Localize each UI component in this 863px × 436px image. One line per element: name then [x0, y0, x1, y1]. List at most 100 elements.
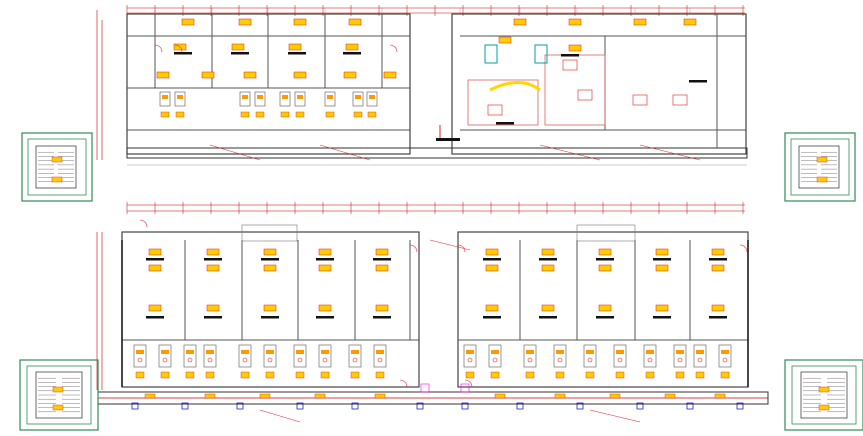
fixture-icon: [257, 95, 263, 99]
fixture-icon: [255, 111, 265, 118]
room-tag: [683, 18, 697, 26]
fixture-icon: [351, 350, 359, 354]
room-tag: [541, 248, 555, 256]
fixture-icon: [206, 350, 214, 354]
fixture-icon: [177, 95, 183, 99]
bathroom-cell: [183, 344, 197, 368]
room-title-bar: [146, 316, 164, 319]
room-tag: [348, 18, 362, 26]
fixture-icon: [207, 357, 213, 363]
room-tag: [655, 304, 669, 312]
room-tag: [263, 264, 277, 272]
column-marker: [736, 402, 744, 410]
fixture-icon: [492, 357, 498, 363]
door-swing-icon: [174, 44, 183, 53]
magenta-marker: [460, 383, 470, 393]
furniture-icon: [632, 94, 648, 106]
bathroom-cell: [352, 91, 364, 107]
fixture-icon: [137, 357, 143, 363]
room-tag: [485, 248, 499, 256]
bathroom-cell: [203, 344, 217, 368]
room-title-bar: [261, 316, 279, 319]
bathroom-cell: [158, 344, 172, 368]
fixture-icon: [490, 371, 500, 379]
north-arrow-icon: [436, 125, 460, 141]
room-tag: [238, 18, 252, 26]
room-tag: [598, 304, 612, 312]
bathroom-cell: [279, 91, 291, 107]
room-title-bar: [539, 316, 557, 319]
bathroom-cell: [133, 344, 147, 368]
fixture-icon: [615, 371, 625, 379]
leader-line: [539, 144, 601, 161]
fixture-icon: [282, 95, 288, 99]
counter-curve: [489, 81, 541, 92]
room-tag: [598, 264, 612, 272]
fixture-icon: [295, 371, 305, 379]
fixture-icon: [676, 350, 684, 354]
leader-line: [319, 144, 371, 161]
bathroom-cell: [673, 344, 687, 368]
fixture-icon: [617, 357, 623, 363]
fixture-icon: [266, 350, 274, 354]
fixture-icon: [355, 95, 361, 99]
fixture-icon: [265, 371, 275, 379]
bathroom-cell: [318, 344, 332, 368]
room-tag: [201, 71, 215, 79]
room-tag: [288, 43, 302, 51]
fixture-icon: [353, 111, 363, 118]
corridor-tag: [714, 393, 726, 399]
fixture-icon: [585, 371, 595, 379]
room-title-bar: [496, 122, 514, 125]
furniture-icon: [672, 94, 688, 106]
leader-line: [259, 409, 301, 423]
fixture-icon: [162, 357, 168, 363]
room-tag: [375, 264, 389, 272]
fixture-icon: [647, 357, 653, 363]
fixture-icon: [240, 111, 250, 118]
stair-tag: [816, 156, 828, 163]
leader-line: [209, 144, 261, 161]
bathroom-cell: [643, 344, 657, 368]
left-dimension-chain: [96, 10, 103, 160]
stair-tag: [818, 404, 830, 411]
stair-tag: [51, 156, 63, 163]
room-tag: [148, 304, 162, 312]
room-title-bar: [146, 258, 164, 261]
bathroom-cell: [613, 344, 627, 368]
fixture-icon: [677, 357, 683, 363]
bathroom-cell: [718, 344, 732, 368]
room-title-bar: [231, 52, 249, 55]
fixture-icon: [696, 350, 704, 354]
upper-corridor: [126, 147, 748, 159]
room-tag: [711, 248, 725, 256]
room-title-bar: [596, 258, 614, 261]
fixture-icon: [322, 357, 328, 363]
leader-line: [429, 239, 471, 251]
furniture-icon: [487, 104, 503, 116]
room-tag: [655, 264, 669, 272]
room-title-bar: [483, 316, 501, 319]
room-tag: [318, 264, 332, 272]
room-title-bar: [316, 316, 334, 319]
room-tag: [206, 264, 220, 272]
column-marker: [461, 402, 469, 410]
stair-tag: [816, 176, 828, 183]
room-title-bar: [373, 316, 391, 319]
fixture-icon: [185, 371, 195, 379]
fixture-icon: [697, 357, 703, 363]
fixture-icon: [205, 371, 215, 379]
bathroom-cell: [174, 91, 186, 107]
room-tag: [568, 18, 582, 26]
door-swing-icon: [389, 44, 398, 53]
corridor-tag: [259, 393, 271, 399]
room-tag: [375, 304, 389, 312]
fixture-icon: [161, 350, 169, 354]
room-title-bar: [204, 258, 222, 261]
room-title-bar: [373, 258, 391, 261]
fixture-icon: [297, 357, 303, 363]
lower-left-stair-tower: [19, 359, 99, 431]
door-swing-icon: [139, 219, 148, 228]
fixture-icon: [465, 371, 475, 379]
room-title-bar: [288, 52, 306, 55]
